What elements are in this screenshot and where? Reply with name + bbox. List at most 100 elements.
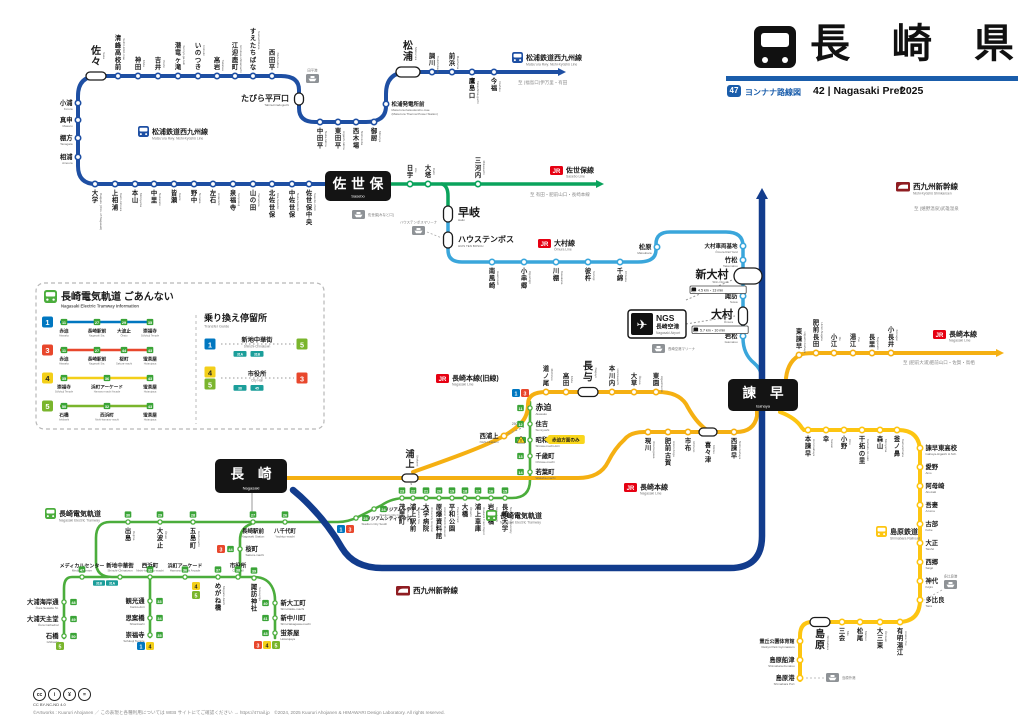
svg-text:今福: 今福: [490, 76, 498, 92]
series-logo-text: ヨンナナ路線図: [745, 88, 801, 97]
svg-text:出島: 出島: [125, 526, 132, 542]
svg-text:三河内: 三河内: [475, 157, 482, 179]
svg-text:33: 33: [157, 600, 161, 604]
station-Hamano-machi Arcade: 浜町アーケードHamano-machi Arcade36: [168, 563, 203, 580]
svg-text:佐世保[みなと口]: 佐世保[みなと口]: [368, 212, 394, 217]
svg-text:湯江: 湯江: [850, 332, 857, 348]
svg-text:佐々: 佐々: [90, 44, 101, 68]
svg-text:Sakura-machi: Sakura-machi: [246, 553, 265, 557]
svg-text:長崎電気軌道 ごあんない: 長崎電気軌道 ごあんない: [61, 290, 174, 303]
svg-text:Ono: Ono: [848, 439, 852, 445]
svg-text:中里: 中里: [151, 188, 158, 204]
svg-text:1: 1: [515, 392, 518, 398]
svg-text:Higashisono: Higashisono: [660, 376, 664, 393]
svg-text:Kawatana: Kawatana: [560, 271, 564, 285]
station-HUIS TEN BOSCH: ハウステンボスHUIS TEN BOSCH: [442, 231, 514, 249]
svg-text:JR: JR: [439, 377, 447, 383]
svg-text:Nakazato: Nakazato: [158, 193, 162, 206]
svg-text:Yue: Yue: [857, 337, 861, 343]
svg-text:Mori-machi: Mori-machi: [406, 507, 410, 522]
station-Ōura Seaside St.: 大浦海岸通Ōura Seaside St.48: [27, 597, 77, 610]
route-number-badge: 3: [346, 525, 354, 534]
svg-text:平和公園: 平和公園: [449, 503, 456, 533]
station-Isahaya-Higashi H.Sch.: 諫早東高校Isahaya-Higashi H.Sch.: [916, 443, 958, 456]
svg-text:Reikyū Park Gymnasium: Reikyū Park Gymnasium: [761, 645, 795, 649]
svg-text:Michinoo: Michinoo: [550, 369, 554, 381]
svg-text:5.7 km・10 min: 5.7 km・10 min: [700, 328, 725, 332]
svg-text:13: 13: [518, 455, 522, 459]
svg-text:24: 24: [381, 508, 386, 512]
svg-text:蛍茶屋: 蛍茶屋: [143, 356, 157, 363]
svg-text:崇福寺: 崇福寺: [56, 384, 71, 391]
svg-text:Sasa: Sasa: [102, 52, 106, 59]
svg-text:Hotarujaya: Hotarujaya: [144, 418, 157, 422]
series-logo-icon: 47: [727, 85, 741, 97]
svg-text:43: 43: [148, 349, 152, 353]
svg-text:Yoshii: Yoshii: [162, 60, 166, 68]
svg-text:Shimabara-Funatsu: Shimabara-Funatsu: [768, 664, 795, 668]
svg-text:本川内: 本川内: [608, 364, 616, 387]
title-underline: [726, 76, 1018, 81]
svg-text:41: 41: [263, 617, 267, 621]
svg-text:Chitose-machi: Chitose-machi: [536, 460, 556, 464]
route-number-badge: 3: [217, 545, 225, 554]
ferry-icon: 島原外港: [806, 673, 856, 682]
svg-text:若葉町: 若葉町: [536, 467, 556, 476]
svg-text:八千代町: 八千代町: [273, 527, 297, 535]
svg-text:諏訪神社: 諏訪神社: [250, 582, 258, 613]
svg-text:新大工町: 新大工町: [281, 598, 307, 607]
svg-text:大草: 大草: [631, 371, 638, 387]
svg-text:桜町: 桜町: [246, 544, 259, 553]
svg-text:大村: 大村: [711, 307, 733, 321]
platform-number-tag: 31A: [106, 580, 118, 586]
svg-text:Maehama: Maehama: [456, 56, 460, 70]
svg-text:石橋: 石橋: [45, 631, 59, 640]
line-nishi-kyushu-shinkansen: [289, 192, 766, 572]
station-Reikyū Park Gymnasium: 霊丘公園体育館Reikyū Park Gymnasium: [759, 637, 804, 649]
cc-nc-icon: ¥: [63, 688, 76, 701]
svg-text:吉井: 吉井: [155, 55, 162, 71]
svg-text:Ōura Seaside St.: Ōura Seaside St.: [36, 606, 59, 610]
svg-text:45: 45: [255, 386, 259, 390]
svg-text:Iwamatsu: Iwamatsu: [725, 340, 738, 344]
svg-text:Suwa-jinja: Suwa-jinja: [258, 587, 262, 601]
svg-text:御厨: 御厨: [370, 126, 378, 142]
route-number-badge: 4: [263, 641, 271, 650]
svg-text:Kaize: Kaize: [178, 193, 182, 201]
svg-text:本山: 本山: [131, 188, 139, 204]
svg-text:松浦鉄道西九州線: 松浦鉄道西九州線: [526, 53, 582, 62]
svg-text:浜町アーケード: 浜町アーケード: [168, 563, 203, 570]
svg-text:Hizen-Nagata: Hizen-Nagata: [820, 322, 824, 341]
svg-text:長崎空港: 長崎空港: [656, 323, 679, 331]
svg-text:長崎本線: 長崎本線: [949, 330, 977, 339]
svg-text:市役所: 市役所: [230, 562, 247, 570]
svg-text:Nishi-Isahaya: Nishi-Isahaya: [738, 441, 742, 460]
svg-text:岩松: 岩松: [724, 331, 738, 340]
svg-text:島原外港: 島原外港: [842, 675, 856, 680]
svg-text:Ariake-Yue: Ariake-Yue: [904, 631, 908, 646]
svg-text:小野: 小野: [840, 434, 848, 450]
svg-text:神田: 神田: [135, 55, 141, 71]
svg-text:Ichinuno: Ichinuno: [692, 441, 696, 453]
svg-text:ハウステンボスマリーナ: ハウステンボスマリーナ: [400, 220, 438, 225]
